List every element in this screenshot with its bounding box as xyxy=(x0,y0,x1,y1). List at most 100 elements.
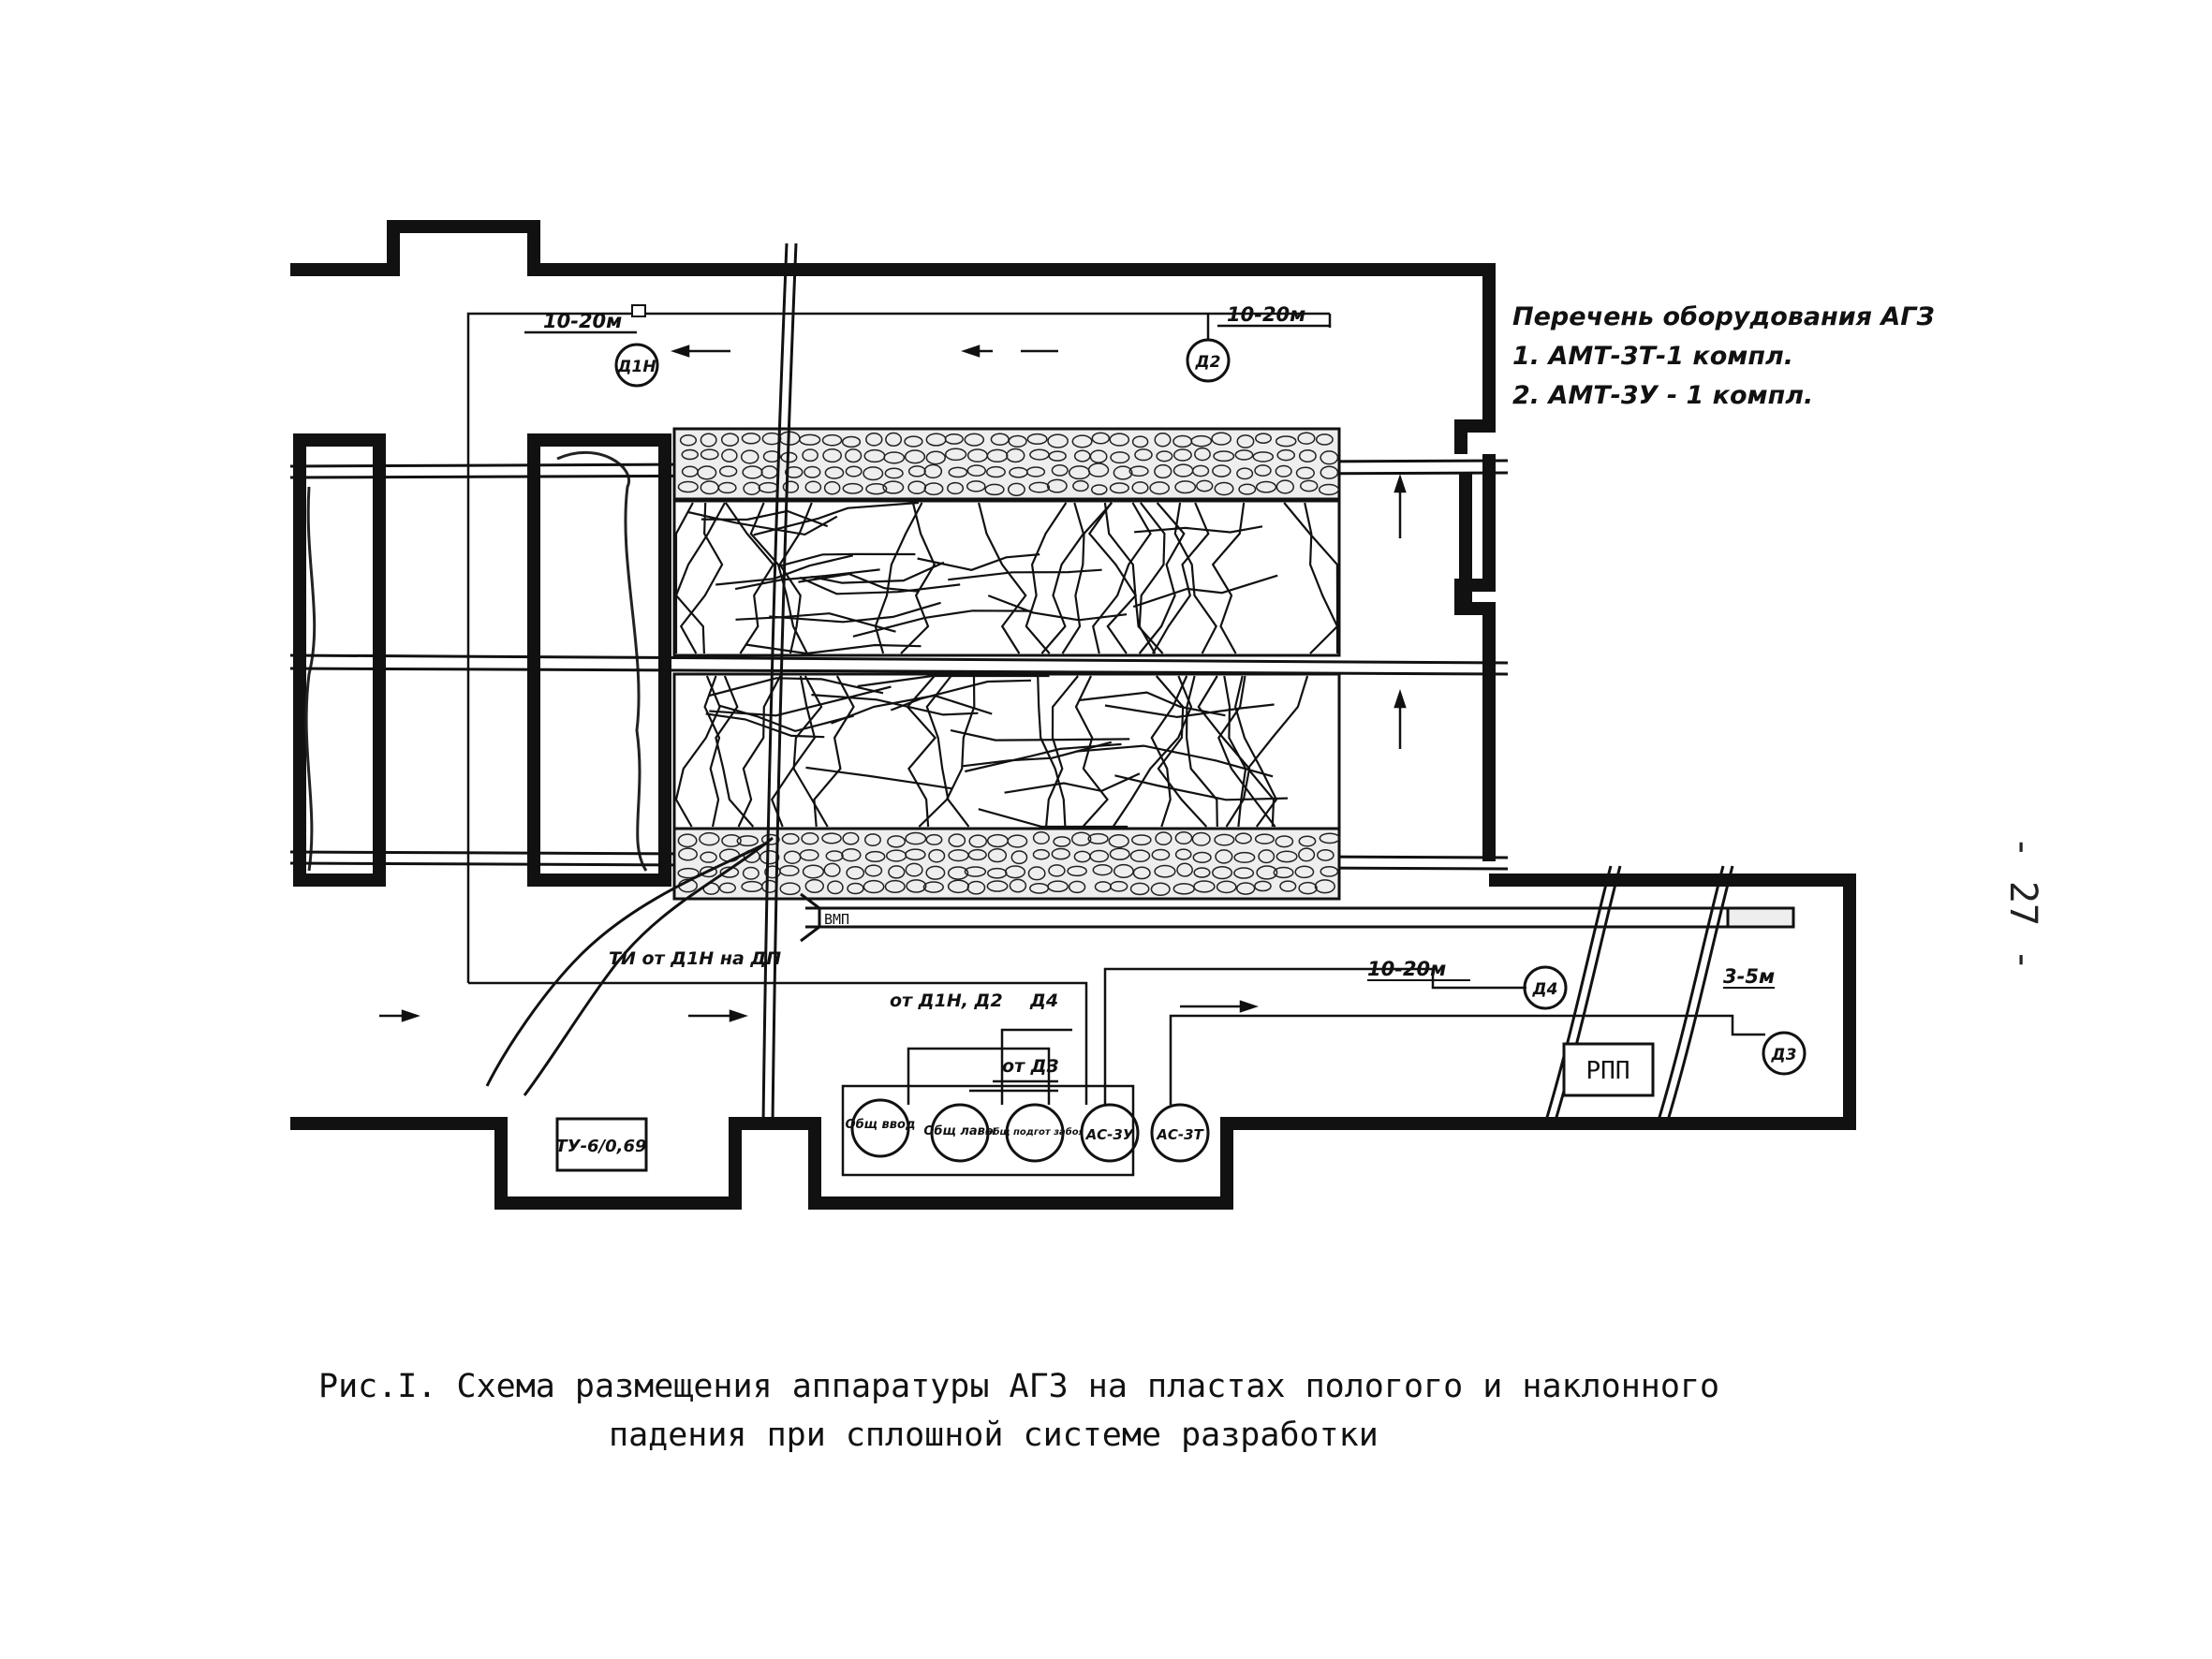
coal-crack xyxy=(1112,675,1193,828)
coal-crack xyxy=(1114,774,1289,801)
gravel-stone xyxy=(905,848,926,861)
gravel-stone xyxy=(1154,433,1172,448)
dist-top-right: 10-20м xyxy=(1227,303,1305,326)
gravel-stone xyxy=(1110,880,1128,892)
gravel-stone xyxy=(1294,865,1315,879)
coal-crack xyxy=(965,742,1122,773)
gravel-stone xyxy=(802,448,818,462)
gravel-stone xyxy=(928,848,946,863)
equipment-list: Перечень оборудования АГЗ 1. АМТ-3Т-1 ко… xyxy=(1512,298,1935,416)
coal-crack xyxy=(857,674,1050,688)
device-obsh-vvod: Общ ввод xyxy=(846,1098,915,1158)
gravel-stone xyxy=(1191,464,1210,477)
obsh-lavy-label: Общ лавы xyxy=(923,1124,996,1138)
gravel-stone xyxy=(1252,451,1275,462)
coal-crack xyxy=(900,502,936,654)
gravel-stone xyxy=(1007,834,1028,848)
gravel-stone xyxy=(882,480,905,494)
gravel-stone xyxy=(1194,447,1211,462)
device-obsh-lavy: Общ лавы xyxy=(923,1103,996,1163)
gravel-stone xyxy=(1087,462,1110,477)
gravel-stone xyxy=(677,867,700,879)
gravel-stone xyxy=(846,865,865,880)
gravel-stone xyxy=(1211,432,1232,446)
coal-crack xyxy=(918,675,976,828)
gravel-stone xyxy=(906,879,927,893)
coal-crack xyxy=(1304,502,1339,654)
gravel-stone xyxy=(741,433,761,445)
gravel-stone xyxy=(966,480,986,492)
coal-crack xyxy=(962,741,1113,768)
mine-walls xyxy=(290,220,1856,1210)
coal-crack xyxy=(1150,675,1188,828)
gravel-stone xyxy=(679,434,698,447)
gravel-stone xyxy=(964,866,987,877)
gravel-stone xyxy=(801,831,819,845)
coal-crack xyxy=(674,502,726,653)
coal-crack xyxy=(1092,502,1152,654)
gravel-stone xyxy=(1108,834,1129,848)
coal-crack xyxy=(1004,772,1141,794)
coal-crack xyxy=(799,576,961,595)
gravel-stone xyxy=(1007,482,1025,496)
gravel-stone xyxy=(944,433,964,445)
gravel-stone xyxy=(799,433,821,446)
coal-crack xyxy=(715,554,854,586)
gravel-stone xyxy=(1254,833,1275,844)
gravel-stone xyxy=(1131,834,1152,846)
gravel-stone xyxy=(1067,865,1087,877)
coal-crack xyxy=(1075,744,1274,778)
gravel-stone xyxy=(967,848,987,861)
gravel-stone xyxy=(1320,865,1339,877)
gravel-stone xyxy=(1128,465,1149,477)
gravel-stone xyxy=(1319,832,1341,844)
ti-label: ТИ от Д1Н на ДП xyxy=(609,948,781,969)
gravel-stone xyxy=(1025,466,1046,477)
caption-line-2: падения при сплошной системе разработки xyxy=(609,1417,1379,1454)
gravel-stone xyxy=(1191,831,1211,846)
gravel-stone xyxy=(883,451,906,464)
gravel-stone xyxy=(904,435,923,448)
gravel-stone xyxy=(1091,432,1111,445)
rpp-box: РПП xyxy=(1562,1042,1655,1097)
crack-pattern xyxy=(674,501,1339,829)
gravel-stone xyxy=(986,880,1009,892)
gravel-stone xyxy=(1149,481,1171,495)
gravel-stone xyxy=(1047,433,1069,448)
gravel-stone xyxy=(1176,862,1193,877)
device-obsh-podgot: Общ подгот забоя xyxy=(985,1103,1085,1163)
gravel-stone xyxy=(1315,433,1334,446)
gravel-stone xyxy=(922,881,944,893)
gravel-stone xyxy=(904,449,926,464)
gravel-stone xyxy=(1236,467,1254,480)
gravel-stone xyxy=(1216,880,1237,894)
gravel-stone xyxy=(804,465,821,478)
gravel-stone xyxy=(863,466,884,481)
gravel-stone xyxy=(1298,448,1317,462)
device-as-3u: АС-3У xyxy=(1080,1103,1140,1163)
coal-crack xyxy=(1211,502,1246,654)
airflow-arrows xyxy=(379,474,1407,1022)
coal-crack xyxy=(917,553,1040,571)
coal-crack xyxy=(1132,574,1278,609)
gravel-stone xyxy=(1174,831,1193,845)
as-3t-label: АС-3Т xyxy=(1156,1126,1204,1143)
ventilation-duct xyxy=(800,892,1795,943)
gravel-stone xyxy=(1255,433,1273,444)
gravel-stone xyxy=(923,482,944,496)
gravel-stone xyxy=(1046,478,1068,493)
device-as-3t: АС-3Т xyxy=(1150,1103,1210,1163)
airflow-arrows-top xyxy=(671,345,1058,358)
gravel-stone xyxy=(1010,850,1028,865)
gravel-stone xyxy=(821,832,842,844)
gravel-stone xyxy=(985,465,1006,478)
gravel-stone xyxy=(864,850,886,862)
gravel-stone xyxy=(804,480,822,494)
coal-crack xyxy=(778,552,916,567)
gravel-stone xyxy=(907,465,926,477)
gravel-stone xyxy=(842,482,863,494)
sensor-d4: Д4 xyxy=(1523,965,1568,1010)
gravel-stone xyxy=(966,880,986,895)
gravel-stone xyxy=(1214,833,1235,846)
gravel-stone xyxy=(1051,847,1070,860)
